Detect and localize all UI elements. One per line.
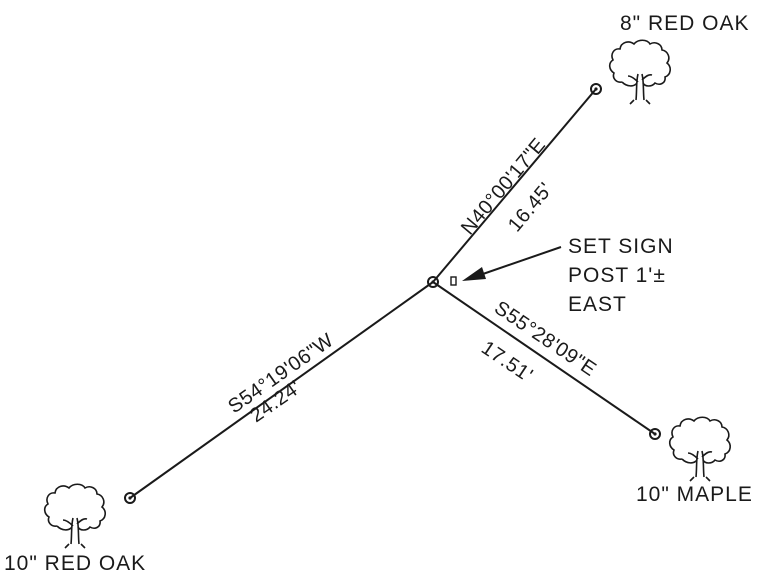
tree-icon — [608, 39, 672, 105]
note-line-1: SET SIGN — [568, 235, 674, 258]
tree-label-se: 10" MAPLE — [636, 483, 753, 506]
tie-line-se — [432, 281, 656, 435]
tie-line-ne — [432, 88, 597, 283]
distance-se: 17.51' — [477, 337, 536, 387]
note-line-2: POST 1'± — [568, 264, 666, 287]
survey-point-icon — [649, 428, 661, 440]
survey-point-icon — [124, 492, 136, 504]
tree-label-sw: 10" RED OAK — [4, 552, 146, 575]
arrow-icon — [462, 246, 562, 281]
tie-line-sw — [129, 281, 434, 499]
tree-label-ne: 8" RED OAK — [620, 12, 750, 35]
note-line-3: EAST — [568, 293, 627, 316]
tree-icon — [668, 416, 732, 482]
tree-icon — [43, 483, 107, 549]
survey-point-icon — [590, 83, 602, 95]
survey-point-icon — [427, 276, 439, 288]
sign-post-icon — [450, 276, 457, 286]
